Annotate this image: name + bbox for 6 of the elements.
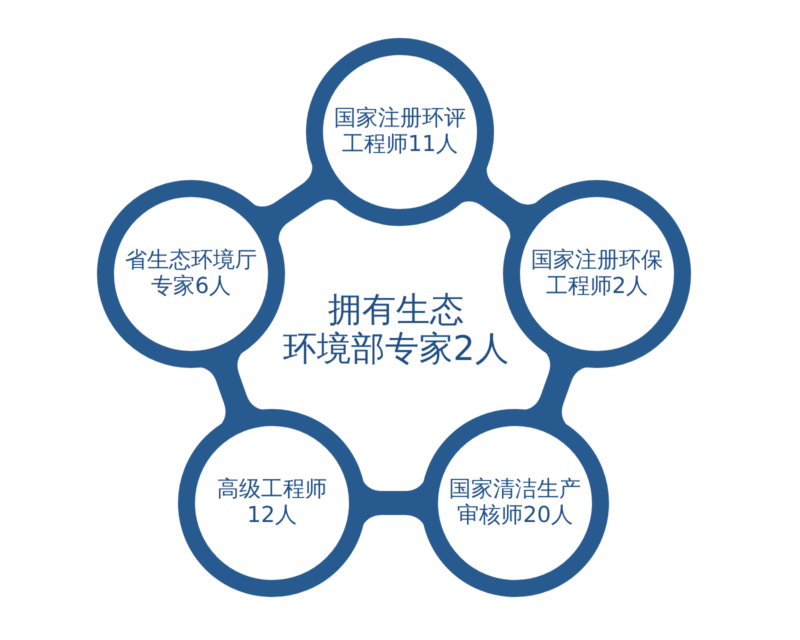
- node-text: 国家清洁生产审核师20人: [449, 477, 581, 529]
- center-text: 拥有生态环境部专家2人: [283, 290, 509, 370]
- node-text: 高级工程师12人: [217, 477, 327, 529]
- node-text: 国家注册环保工程师2人: [531, 248, 663, 300]
- node-text: 国家注册环评工程师11人: [334, 106, 466, 158]
- node-text: 省生态环境厅专家6人: [125, 248, 257, 300]
